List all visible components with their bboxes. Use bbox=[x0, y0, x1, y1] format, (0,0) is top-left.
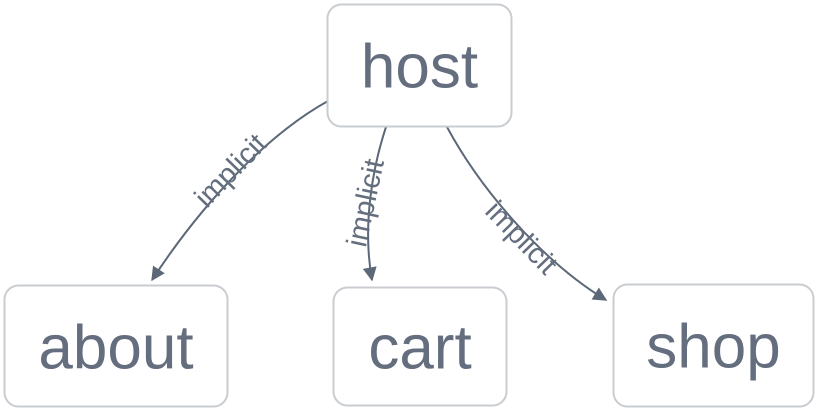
edge-host-cart-line[interactable] bbox=[362, 126, 387, 282]
edge-host-shop: implicit bbox=[446, 126, 608, 301]
node-shop[interactable]: shop bbox=[612, 283, 815, 408]
edge-host-shop-line[interactable] bbox=[446, 126, 608, 301]
node-cart-label: cart bbox=[368, 314, 471, 383]
node-shop-box[interactable] bbox=[612, 283, 815, 408]
edge-host-about-line[interactable] bbox=[151, 100, 329, 282]
node-about-label: about bbox=[38, 314, 193, 383]
node-about-box[interactable] bbox=[3, 284, 229, 408]
node-about[interactable]: about bbox=[3, 284, 229, 408]
edge-host-shop-label: implicit bbox=[479, 195, 564, 281]
edge-host-about: implicit bbox=[151, 100, 329, 282]
node-host-label: host bbox=[361, 33, 478, 102]
node-cart-box[interactable] bbox=[332, 286, 508, 407]
node-cart[interactable]: cart bbox=[332, 286, 508, 407]
node-shop-label: shop bbox=[646, 313, 780, 382]
edge-host-about-label: implicit bbox=[189, 128, 274, 214]
edge-host-cart: implicit bbox=[341, 126, 391, 282]
edge-host-cart-label: implicit bbox=[341, 156, 391, 249]
node-host[interactable]: host bbox=[326, 3, 513, 128]
node-host-box[interactable] bbox=[326, 3, 513, 128]
